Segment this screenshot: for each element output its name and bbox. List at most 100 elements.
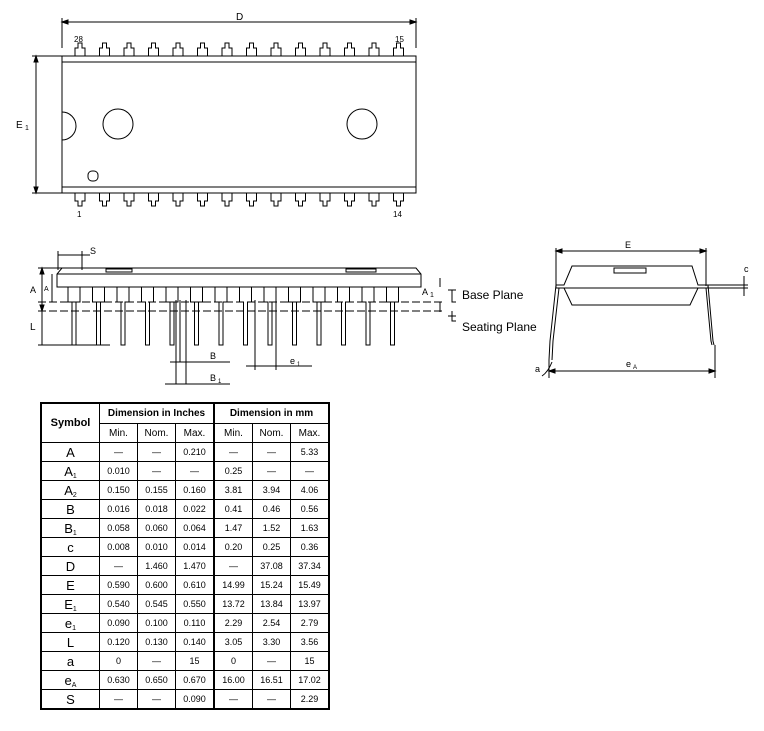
label-b1: B bbox=[210, 373, 216, 383]
value-cell: 0 bbox=[99, 651, 138, 671]
value-cell: 0.25 bbox=[213, 461, 253, 481]
pin-15-label: 15 bbox=[395, 35, 404, 44]
symbol-cell: L bbox=[40, 632, 100, 652]
label-b: B bbox=[210, 351, 216, 361]
pin bbox=[368, 42, 380, 56]
value-cell: 0.018 bbox=[137, 499, 176, 519]
value-cell: 37.34 bbox=[290, 556, 330, 576]
value-cell: 0.540 bbox=[99, 594, 138, 614]
pin bbox=[74, 193, 86, 207]
value-cell: 0.545 bbox=[137, 594, 176, 614]
pin bbox=[99, 193, 110, 207]
table-row: S——0.090——2.29 bbox=[40, 689, 330, 710]
value-cell: 0.008 bbox=[99, 537, 138, 557]
end-view bbox=[541, 248, 748, 378]
value-cell: 0.550 bbox=[175, 594, 215, 614]
value-cell: 2.54 bbox=[252, 613, 291, 633]
value-cell: 0.010 bbox=[99, 461, 138, 481]
pin bbox=[263, 287, 277, 346]
label-l: L bbox=[30, 322, 36, 333]
value-cell: — bbox=[252, 651, 291, 671]
dimension-table: Symbol Dimension in Inches Dimension in … bbox=[40, 402, 330, 710]
pin bbox=[270, 193, 282, 207]
value-cell: 2.29 bbox=[213, 613, 253, 633]
bottom-pin-row bbox=[74, 193, 404, 207]
value-cell: 15.24 bbox=[252, 575, 291, 595]
pin bbox=[67, 287, 81, 346]
sub-header: Nom. bbox=[137, 423, 176, 443]
value-cell: 0.210 bbox=[175, 442, 215, 462]
pin bbox=[141, 287, 154, 346]
pin bbox=[270, 42, 282, 56]
pin bbox=[190, 287, 203, 346]
pin bbox=[123, 42, 135, 56]
sub-header: Min. bbox=[99, 423, 138, 443]
value-cell: — bbox=[290, 461, 330, 481]
top-view bbox=[32, 18, 418, 207]
value-cell: 3.81 bbox=[213, 480, 253, 500]
value-cell: — bbox=[175, 461, 215, 481]
label-a1: A bbox=[422, 287, 428, 297]
symbol-cell: S bbox=[40, 689, 100, 710]
value-cell: 0.41 bbox=[213, 499, 253, 519]
value-cell: 15 bbox=[290, 651, 330, 671]
value-cell: 0.100 bbox=[137, 613, 176, 633]
value-cell: 15 bbox=[175, 651, 215, 671]
pin bbox=[312, 287, 326, 346]
value-cell: 3.94 bbox=[252, 480, 291, 500]
value-cell: — bbox=[213, 689, 253, 710]
pin bbox=[123, 193, 135, 207]
seating-plane-label: Seating Plane bbox=[462, 320, 537, 334]
symbol-cell: eA bbox=[40, 670, 100, 690]
pin-1-label: 1 bbox=[77, 210, 82, 219]
value-cell: 0.060 bbox=[137, 518, 176, 538]
pin bbox=[221, 193, 233, 207]
pin bbox=[214, 287, 228, 346]
value-cell: 0.650 bbox=[137, 670, 176, 690]
label-s: S bbox=[90, 246, 96, 256]
sub-header: Nom. bbox=[252, 423, 291, 443]
pin bbox=[148, 193, 159, 207]
sub-header: Min. bbox=[213, 423, 253, 443]
label-a2: A bbox=[44, 286, 49, 293]
pin-28-label: 28 bbox=[74, 35, 83, 44]
value-cell: 0.150 bbox=[99, 480, 138, 500]
pin bbox=[116, 287, 130, 346]
value-cell: 0.670 bbox=[175, 670, 215, 690]
symbol-header: Symbol bbox=[40, 402, 100, 443]
pin bbox=[344, 42, 355, 56]
value-cell: 15.49 bbox=[290, 575, 330, 595]
value-cell: 0.155 bbox=[137, 480, 176, 500]
symbol-cell: e1 bbox=[40, 613, 100, 633]
label-ea-sub: A bbox=[633, 365, 637, 371]
value-cell: 0.022 bbox=[175, 499, 215, 519]
value-cell: 1.52 bbox=[252, 518, 291, 538]
value-cell: 0.46 bbox=[252, 499, 291, 519]
pin bbox=[74, 42, 86, 56]
value-cell: — bbox=[99, 689, 138, 710]
value-cell: 0.090 bbox=[99, 613, 138, 633]
value-cell: 0.600 bbox=[137, 575, 176, 595]
pin bbox=[197, 42, 208, 56]
value-cell: 0.130 bbox=[137, 632, 176, 652]
label-a1-sub: 1 bbox=[430, 292, 434, 299]
pin bbox=[99, 42, 110, 56]
value-cell: 0.590 bbox=[99, 575, 138, 595]
value-cell: 3.05 bbox=[213, 632, 253, 652]
value-cell: 17.02 bbox=[290, 670, 330, 690]
pin bbox=[172, 42, 184, 56]
label-alpha: a bbox=[535, 364, 540, 374]
pin bbox=[246, 193, 257, 207]
pin bbox=[361, 287, 375, 346]
value-cell: — bbox=[252, 461, 291, 481]
pin bbox=[172, 193, 184, 207]
value-cell: 0.56 bbox=[290, 499, 330, 519]
label-e1: E bbox=[16, 120, 23, 131]
pin bbox=[221, 42, 233, 56]
